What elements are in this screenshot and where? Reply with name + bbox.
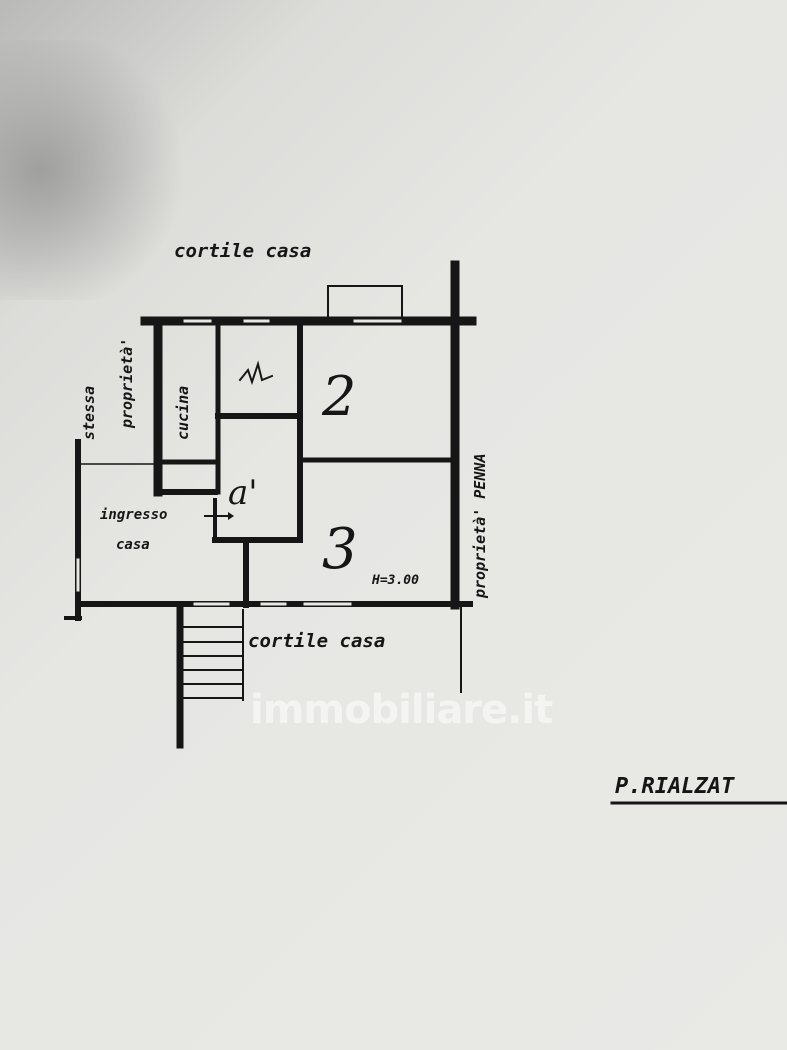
label-floor: P.RIALZAT xyxy=(615,774,735,799)
balcony xyxy=(327,285,403,319)
label-entrance-2: casa xyxy=(116,537,150,553)
label-courtyard-top: cortile casa xyxy=(174,240,312,262)
label-room-2: 2 xyxy=(322,365,357,428)
stairs xyxy=(183,609,244,701)
shadow xyxy=(0,40,200,300)
label-courtyard-bottom: cortile casa xyxy=(248,630,386,652)
label-entrance-1: ingresso xyxy=(100,507,168,523)
label-same-property-2: proprietà' xyxy=(118,337,136,428)
label-hall: a' xyxy=(228,473,258,513)
watermark-logo: immobiliare.it xyxy=(250,687,553,733)
windows xyxy=(76,319,402,606)
label-neighbor-property: proprietà' PENNA xyxy=(471,453,489,599)
label-same-property-1: stessa xyxy=(80,385,98,440)
label-kitchen: cucina xyxy=(174,385,192,440)
label-height: H=3.00 xyxy=(372,573,419,588)
label-room-3: 3 xyxy=(322,517,358,582)
toilet-sketch xyxy=(238,360,274,386)
